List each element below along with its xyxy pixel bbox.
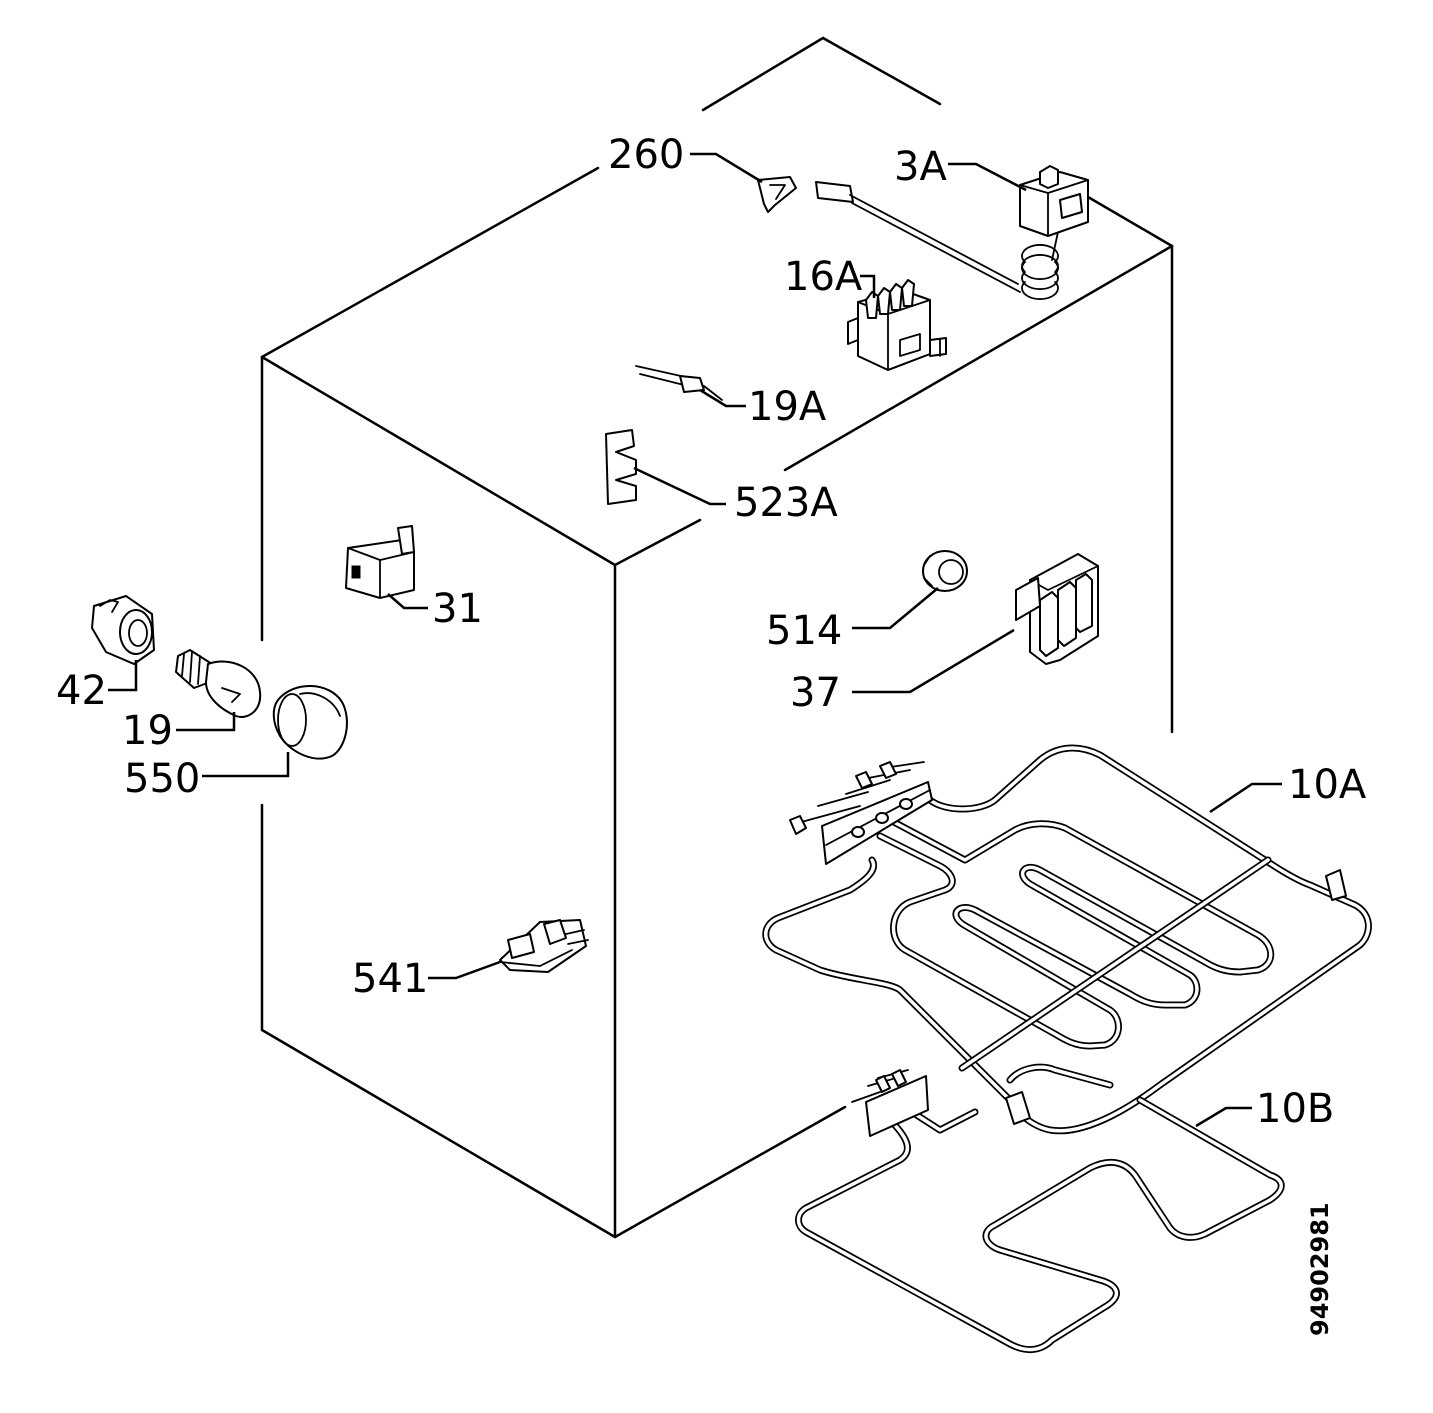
part-10b-bottom-element [795,1069,1285,1353]
part-19-lamp [175,649,262,718]
callout-10a: 10A [1288,762,1367,808]
callout-19: 19 [122,708,173,754]
part-514-grommet [922,550,968,592]
part-16a-switch [847,279,947,371]
part-260-clip [757,176,797,213]
part-3a-thermostat [815,165,1089,300]
part-31-relay [345,525,415,599]
callout-514: 514 [766,608,842,654]
callout-523a: 523A [734,480,838,526]
callout-541: 541 [352,956,428,1002]
cabinet-outline [260,36,1174,1239]
callout-3a: 3A [894,144,947,190]
callout-37: 37 [790,670,841,716]
leader-lines [108,152,1282,1128]
document-number: 94902981 [1306,1202,1334,1336]
callout-550: 550 [124,756,200,802]
callout-260: 260 [608,132,684,178]
callout-16a: 16A [784,254,863,300]
callout-19a: 19A [748,384,827,430]
part-523a-bracket [605,429,637,505]
part-42-lampholder [91,595,155,665]
part-19a-sensor [635,365,723,401]
part-37-terminal [1015,553,1099,665]
part-10a-grill-element [762,744,1372,1135]
callout-31: 31 [432,586,483,632]
part-541-connector [499,919,589,973]
callout-42: 42 [56,668,107,714]
part-550-cover [272,685,348,760]
callout-labels: 260 3A 16A 19A 523A 31 42 19 550 514 37 … [56,132,1367,1336]
callout-10b: 10B [1256,1086,1334,1132]
